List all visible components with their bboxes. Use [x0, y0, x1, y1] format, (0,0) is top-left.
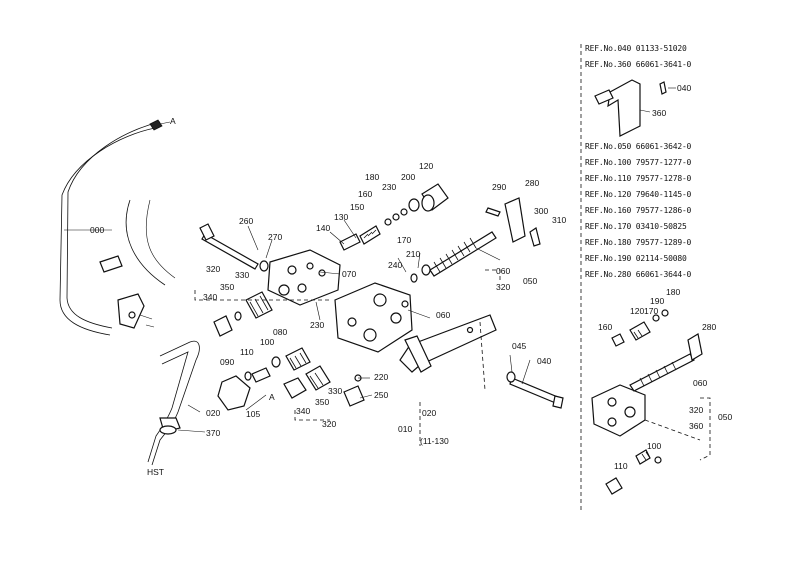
callout-120: 120: [419, 161, 434, 171]
control-rod-000: [59, 119, 163, 336]
group-line-050: [485, 269, 501, 282]
callout-050: 050: [523, 276, 538, 286]
ref-sketch-040-360: [594, 79, 676, 137]
callout-350a: 350: [220, 282, 235, 292]
callout-230a: 230: [310, 320, 325, 330]
callout-260: 260: [239, 216, 254, 226]
callout-340b: 340: [296, 406, 311, 416]
callout-010: 010: [398, 424, 413, 434]
callout-a-top: A: [170, 116, 176, 126]
ref-callout-180: 180: [666, 287, 681, 297]
group-line-bolt: [479, 321, 486, 391]
valve-body-060: [334, 282, 413, 353]
plug-parts-lower: [217, 347, 311, 411]
callout-210: 210: [406, 249, 421, 259]
ref-line-040: REF.No.040 01133-51020: [585, 44, 687, 53]
ref-line-280: REF.No.280 66061-3644-0: [585, 270, 692, 279]
callout-150: 150: [350, 202, 365, 212]
callout-240: 240: [388, 260, 403, 270]
ref-callout-050: 050: [718, 412, 733, 422]
callout-060b: 060: [436, 310, 451, 320]
ref-callout-110: 110: [614, 461, 628, 471]
control-rod-020: [147, 340, 200, 466]
ref-callout-170: 170: [644, 306, 659, 316]
ref-callout-320: 320: [689, 405, 704, 415]
callout-370: 370: [206, 428, 221, 438]
valve-body-070: [267, 249, 341, 306]
ref-line-190: REF.No.190 02114-50080: [585, 254, 687, 263]
callout-070: 070: [342, 269, 357, 279]
ref-callout-040: 040: [677, 83, 692, 93]
ref-callout-280: 280: [702, 322, 717, 332]
callout-11-130: (11-130: [420, 436, 449, 446]
callout-hst: HST: [147, 467, 164, 477]
callout-160: 160: [358, 189, 373, 199]
callout-080: 080: [273, 327, 288, 337]
callout-040: 040: [537, 356, 552, 366]
ref-line-180: REF.No.180 79577-1289-0: [585, 238, 692, 247]
callout-320a: 320: [206, 264, 221, 274]
callout-140: 140: [316, 223, 331, 233]
ref-callout-360b: 360: [689, 421, 704, 431]
callout-130: 130: [334, 212, 349, 222]
ref-callout-120: 120: [630, 306, 645, 316]
callout-330a: 330: [235, 270, 250, 280]
callout-a-low: A: [269, 392, 275, 402]
ref-line-110: REF.No.110 79577-1278-0: [585, 174, 692, 183]
spool-assembly: [410, 231, 497, 283]
callout-020b: 020: [422, 408, 437, 418]
group-line-320c: [294, 410, 330, 421]
callout-100: 100: [260, 337, 275, 347]
callout-000: 000: [90, 225, 105, 235]
callout-105: 105: [246, 409, 261, 419]
callout-170: 170: [397, 235, 412, 245]
ref-line-160: REF.No.160 79577-1286-0: [585, 206, 692, 215]
ref-callout-190: 190: [650, 296, 665, 306]
callout-280: 280: [525, 178, 540, 188]
ref-line-360: REF.No.360 66061-3641-0: [585, 60, 692, 69]
callout-330b: 330: [328, 386, 343, 396]
callout-220: 220: [374, 372, 389, 382]
callout-270: 270: [268, 232, 283, 242]
ref-callout-160: 160: [598, 322, 613, 332]
callout-110: 110: [240, 347, 254, 357]
callout-250: 250: [374, 390, 389, 400]
bolt-260: [199, 223, 269, 272]
callout-230b: 230: [382, 182, 397, 192]
plug-parts-stack: [339, 183, 449, 251]
callout-180: 180: [365, 172, 380, 182]
ref-sketch-valve: [591, 309, 711, 495]
callout-340a: 340: [203, 292, 218, 302]
plug-parts-upper-left: [213, 291, 273, 337]
ref-callout-060: 060: [693, 378, 708, 388]
callout-350b: 350: [315, 397, 330, 407]
pin-bracket-280: [485, 197, 541, 247]
callout-310: 310: [552, 215, 567, 225]
ref-line-170: REF.No.170 03410-50825: [585, 222, 687, 231]
bolt-040: [506, 371, 564, 409]
ref-line-050: REF.No.050 66061-3642-0: [585, 142, 692, 151]
group-line-320a: [194, 290, 330, 301]
ref-callout-360: 360: [652, 108, 667, 118]
ref-line-100: REF.No.100 79577-1277-0: [585, 158, 692, 167]
plug-parts-lower-right: [283, 365, 365, 407]
callout-200: 200: [401, 172, 416, 182]
ref-line-120: REF.No.120 79640-1145-0: [585, 190, 692, 199]
callout-290: 290: [492, 182, 507, 192]
callout-320b: 320: [496, 282, 511, 292]
callout-090: 090: [220, 357, 235, 367]
fender-outline: [125, 199, 176, 286]
callout-020: 020: [206, 408, 221, 418]
callout-300: 300: [534, 206, 549, 216]
callout-320c: 320: [322, 419, 337, 429]
callout-060: 060: [496, 266, 511, 276]
bracket-plate: [399, 314, 497, 373]
leader-lines: [64, 121, 531, 433]
rod-bracket-small: [99, 255, 155, 329]
callout-045: 045: [512, 341, 527, 351]
ref-callout-100: 100: [647, 441, 662, 451]
